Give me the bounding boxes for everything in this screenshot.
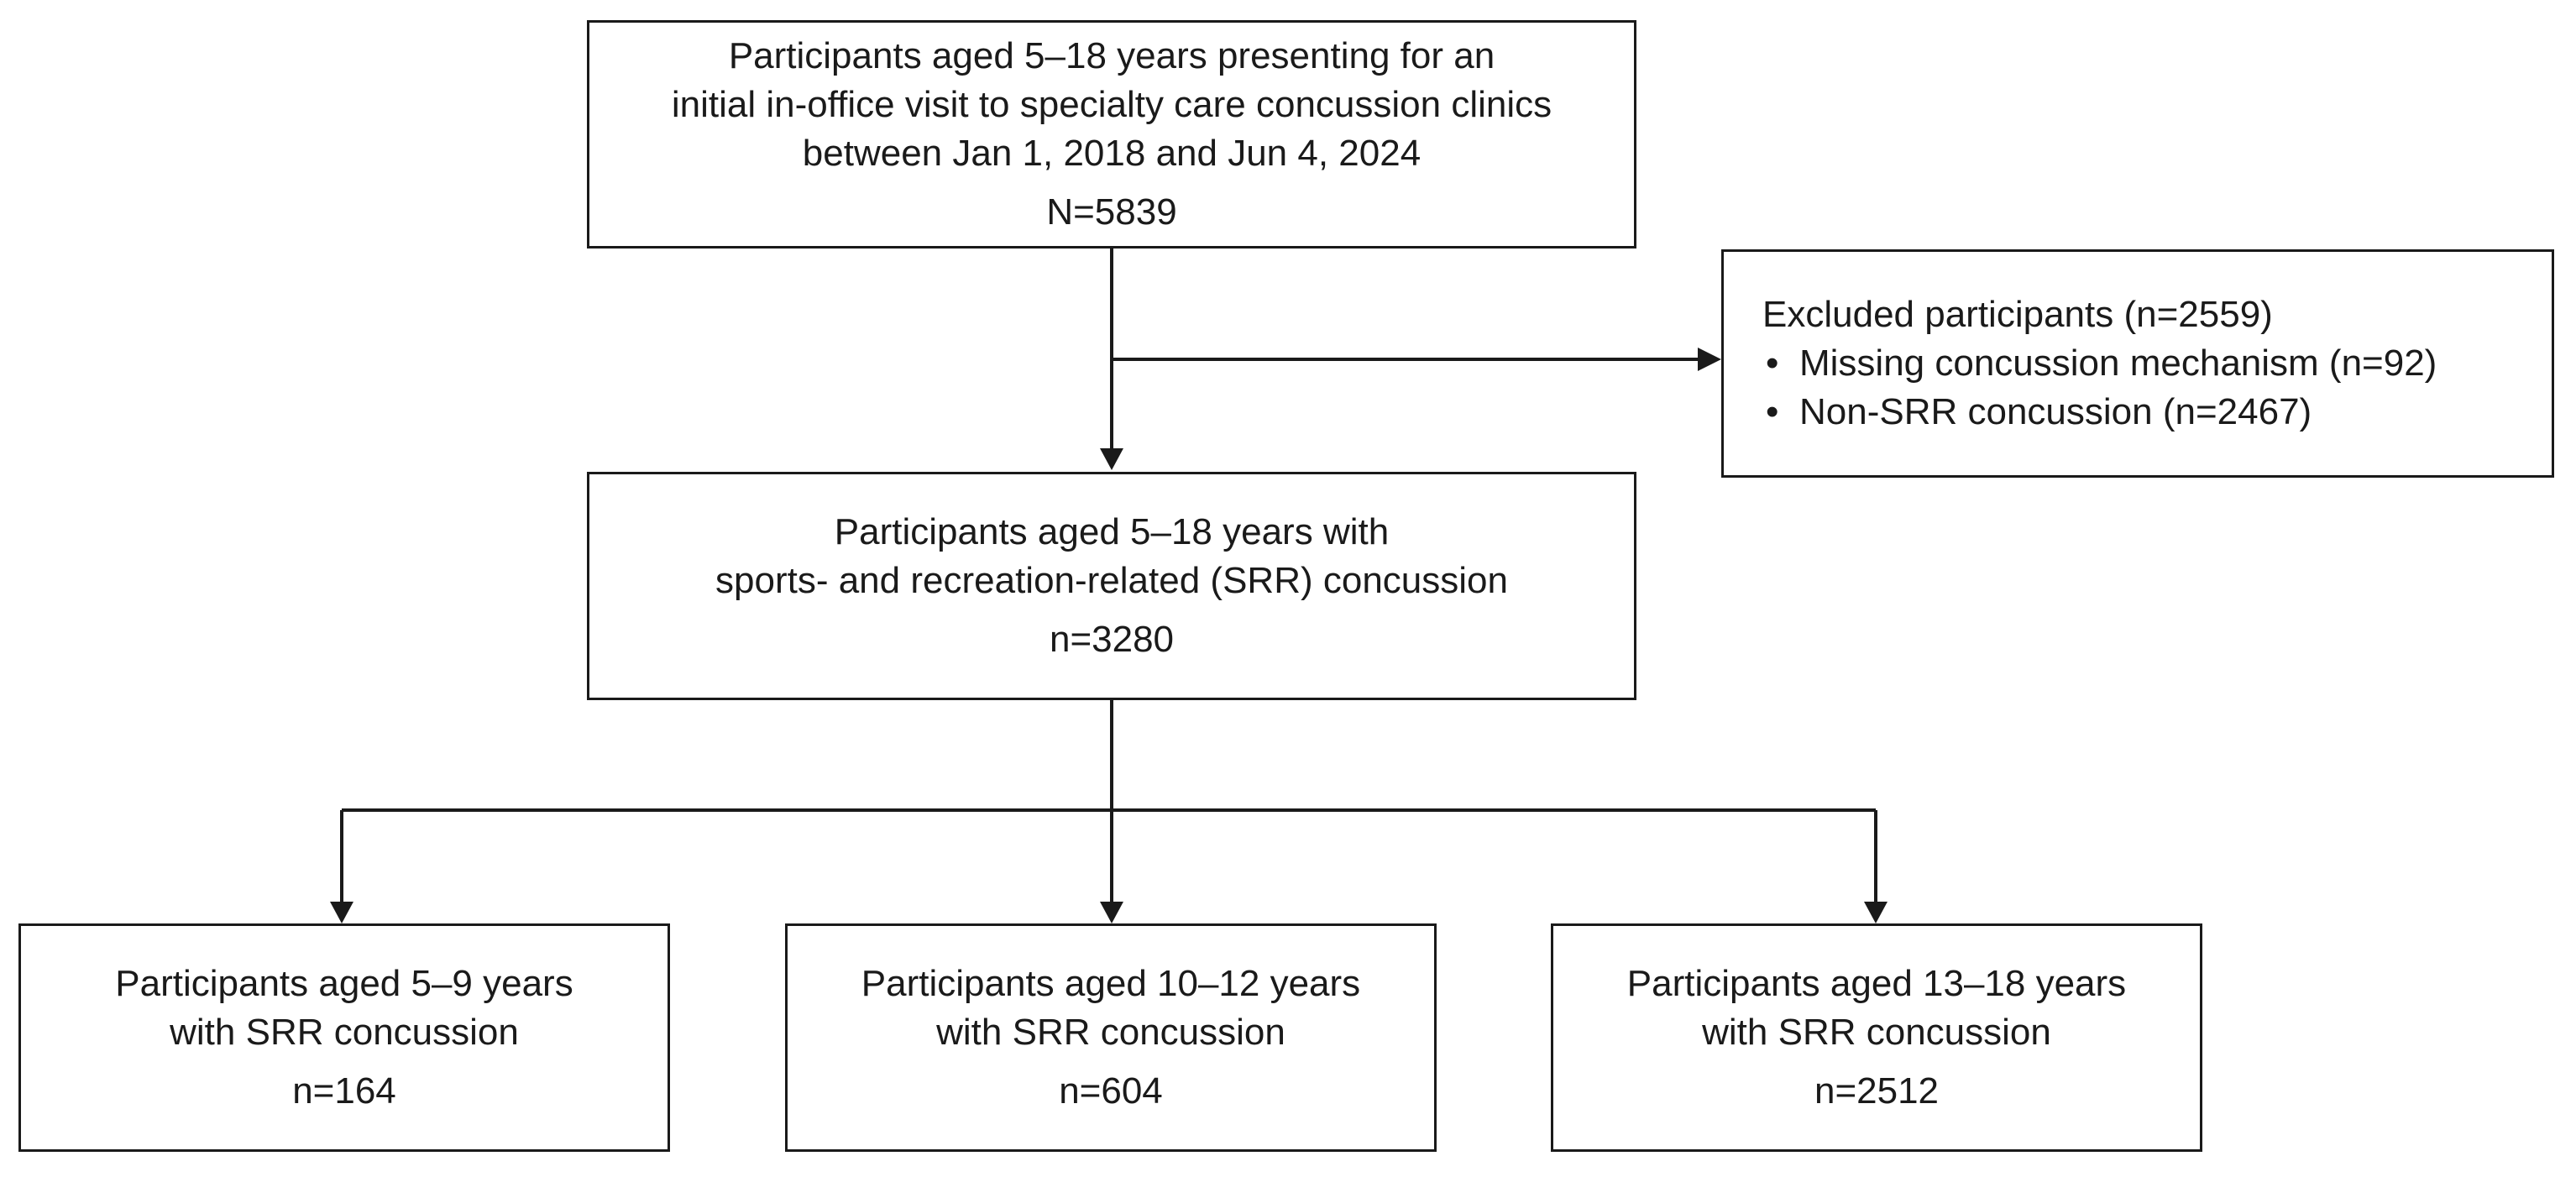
age-5-9-box: Participants aged 5–9 years with SRR con… [18, 923, 670, 1152]
box-text-line: Participants aged 13–18 years [1626, 963, 2127, 1004]
box-text-line: Participants aged 5–9 years [115, 963, 573, 1004]
exclusion-item: Non-SRR concussion (n=2467) [1762, 388, 2437, 437]
box-text-line: with SRR concussion [1702, 1012, 2051, 1053]
arrowhead-srr [1100, 448, 1123, 470]
box-text-line: initial in-office visit to specialty car… [671, 84, 1552, 125]
srr-concussion-box: Participants aged 5–18 years with sports… [587, 472, 1636, 700]
arrowhead-excluded [1698, 348, 1721, 371]
age-13-18-box: Participants aged 13–18 years with SRR c… [1551, 923, 2202, 1152]
box-text-line: between Jan 1, 2018 and Jun 4, 2024 [802, 133, 1422, 174]
box-count: n=164 [292, 1070, 396, 1112]
age-10-12-box: Participants aged 10–12 years with SRR c… [785, 923, 1437, 1152]
box-count: n=3280 [1049, 619, 1175, 660]
excluded-title: Excluded participants (n=2559) [1762, 294, 2273, 335]
box-text-line: Participants aged 10–12 years [861, 963, 1361, 1004]
box-count: n=2512 [1814, 1070, 1940, 1112]
arrowhead-age-10-12 [1100, 902, 1123, 923]
initial-visit-box: Participants aged 5–18 years presenting … [587, 20, 1636, 248]
box-count: N=5839 [1046, 191, 1177, 233]
box-text-line: sports- and recreation-related (SRR) con… [715, 560, 1508, 601]
exclusion-list: Missing concussion mechanism (n=92) Non-… [1762, 339, 2437, 437]
arrowhead-age-13-18 [1864, 902, 1887, 923]
excluded-participants-box: Excluded participants (n=2559) Missing c… [1721, 249, 2554, 478]
box-text-line: with SRR concussion [170, 1012, 519, 1053]
box-text-line: with SRR concussion [936, 1012, 1285, 1053]
arrowhead-age-5-9 [330, 902, 353, 923]
box-text-line: Participants aged 5–18 years presenting … [728, 35, 1495, 76]
exclusion-item: Missing concussion mechanism (n=92) [1762, 339, 2437, 388]
box-text-line: Participants aged 5–18 years with [834, 511, 1390, 552]
box-count: n=604 [1059, 1070, 1163, 1112]
